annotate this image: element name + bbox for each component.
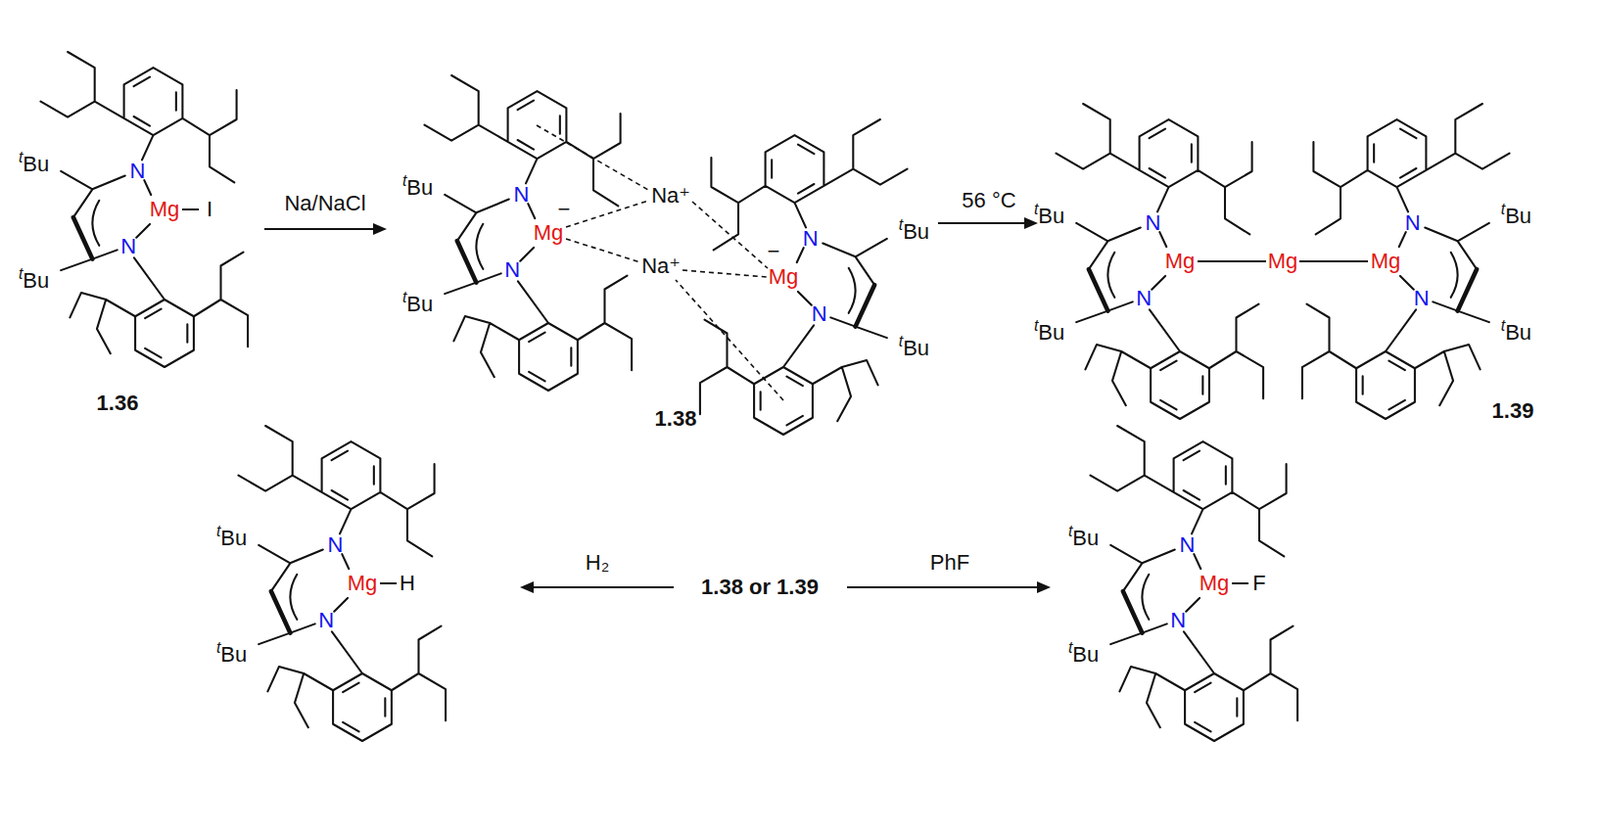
text-label: F <box>1252 572 1266 595</box>
atom-label: N <box>1413 287 1430 310</box>
text-label: Na⁺ <box>641 255 681 278</box>
atom-label: N <box>504 259 520 282</box>
ligand-1-36 <box>41 51 249 368</box>
atom-label: N <box>1405 212 1421 235</box>
dashed-contacts <box>536 125 784 401</box>
mg-h-bond <box>379 582 397 585</box>
substituent-label: tBu <box>1034 319 1065 344</box>
substituent-label: tBu <box>1501 201 1532 227</box>
text-label: 56 °C <box>961 189 1016 212</box>
metal-label: Mg <box>1199 572 1230 595</box>
atom-label: N <box>318 610 334 632</box>
reaction-arrow <box>264 223 387 236</box>
compound-number: 1.38 <box>655 408 698 430</box>
ligand-mgf <box>1090 425 1299 742</box>
atom-label: N <box>1170 610 1186 632</box>
text-label: PhF <box>930 552 970 574</box>
atom-label: N <box>327 534 343 557</box>
atom-label: N <box>1178 534 1195 557</box>
text-label: − <box>767 240 781 263</box>
ligand-1-38-left <box>424 75 633 391</box>
ligand-mgh <box>238 425 447 742</box>
text-label: H <box>399 572 416 595</box>
metal-label: Mg <box>149 198 181 221</box>
compound-number: 1.38 or 1.39 <box>701 576 819 599</box>
text-label: H₂ <box>585 552 610 574</box>
atom-label: N <box>513 184 529 206</box>
atom-label: N <box>1135 287 1152 310</box>
substituent-label: tBu <box>216 641 247 666</box>
compound-number: 1.36 <box>96 392 140 415</box>
substituent-label: tBu <box>898 217 930 242</box>
mg-f-bond <box>1231 582 1249 585</box>
substituent-label: tBu <box>1501 319 1532 344</box>
substituent-label: tBu <box>402 173 433 198</box>
metal-label: Mg <box>533 222 565 244</box>
atom-label: N <box>1144 212 1161 235</box>
text-label: − <box>558 198 571 221</box>
substituent-label: tBu <box>898 334 930 360</box>
substituent-label: tBu <box>1068 641 1099 666</box>
atom-label: N <box>811 303 828 326</box>
metal-label: Mg <box>1165 250 1196 273</box>
text-label: I <box>206 198 213 221</box>
mg-i-bond <box>182 208 199 211</box>
reaction-arrow <box>519 581 674 594</box>
substituent-label: tBu <box>18 267 49 292</box>
substituent-label: tBu <box>216 523 247 549</box>
ligand-1-38-right <box>700 119 908 435</box>
compound-number: 1.39 <box>1492 400 1535 423</box>
text-label: Na⁺ <box>651 185 691 207</box>
metal-label: Mg <box>1370 250 1402 273</box>
substituent-label: tBu <box>18 149 49 175</box>
substituent-label: tBu <box>1034 201 1065 227</box>
reaction-arrow <box>847 581 1051 594</box>
substituent-label: tBu <box>1068 523 1099 549</box>
substituent-label: tBu <box>402 290 433 316</box>
atom-label: N <box>802 228 819 250</box>
reaction-arrow <box>938 217 1038 230</box>
atom-label: N <box>120 235 137 258</box>
metal-label: Mg <box>347 572 378 595</box>
atom-label: N <box>129 160 145 183</box>
text-label: Na/NaCl <box>283 192 366 215</box>
metal-label: Mg <box>1268 250 1299 273</box>
metal-label: Mg <box>768 266 800 288</box>
